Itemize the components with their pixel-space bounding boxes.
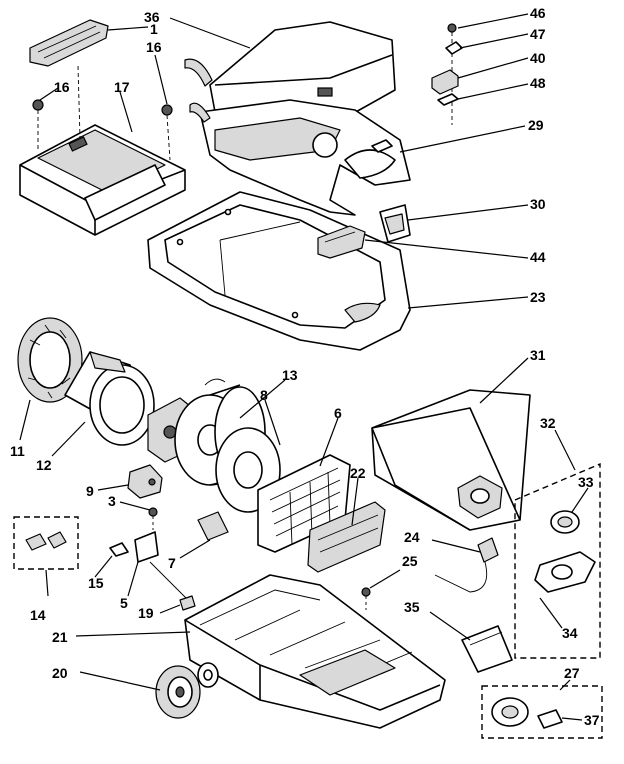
part-1-handle-grip: [29, 19, 109, 67]
callout-31: 31: [530, 347, 546, 363]
part-15-clip: [109, 542, 129, 557]
callout-46: 46: [530, 5, 546, 21]
callout-7: 7: [168, 555, 176, 571]
part-14-connector-group: [13, 516, 79, 570]
callout-12: 12: [36, 457, 52, 473]
callout-13: 13: [282, 367, 298, 383]
part-44-latch-button: [317, 225, 366, 259]
callout-9: 9: [86, 483, 94, 499]
callout-36: 36: [144, 9, 160, 25]
callout-14: 14: [30, 607, 46, 623]
callout-8: 8: [260, 387, 268, 403]
callout-35: 35: [404, 599, 420, 615]
part-25-screw: [361, 587, 371, 610]
part-21-base: [184, 574, 446, 729]
callout-47: 47: [530, 26, 546, 42]
part-48-pad: [437, 93, 459, 106]
part-17-handle-housing: [19, 124, 186, 236]
part-9-bracket: [127, 464, 163, 499]
callout-25: 25: [402, 553, 418, 569]
part-31-dust-bag: [371, 389, 531, 531]
part-29-cover-body: [189, 99, 411, 216]
part-36-top-cover: [184, 21, 396, 126]
part-11-exhaust-filter: [17, 317, 83, 403]
callout-24: 24: [404, 529, 420, 545]
callout-23: 23: [530, 289, 546, 305]
callout-19: 19: [138, 605, 154, 621]
callout-44: 44: [530, 249, 546, 265]
callout-32: 32: [540, 415, 556, 431]
callout-22: 22: [350, 465, 366, 481]
part-19-clip: [179, 595, 196, 611]
part-30-latch: [379, 204, 411, 243]
part-22-filter-grille: [307, 501, 386, 573]
part-20-wheel: [155, 665, 201, 719]
callout-5: 5: [120, 595, 128, 611]
callout-48: 48: [530, 75, 546, 91]
part-35-bracket: [461, 625, 513, 673]
part-23-lid-frame: [147, 191, 411, 351]
part-small-catch: [371, 139, 393, 153]
part-47-washer: [445, 41, 463, 55]
leader-lines: [19, 13, 589, 721]
callout-1: 1: [150, 21, 158, 37]
callout-27: 27: [564, 665, 580, 681]
callout-40: 40: [530, 50, 546, 66]
callout-20: 20: [52, 665, 68, 681]
callout-6: 6: [334, 405, 342, 421]
callout-30: 30: [530, 196, 546, 212]
callout-37: 37: [584, 712, 600, 728]
callout-33: 33: [578, 474, 594, 490]
part-5-switch: [134, 531, 189, 601]
part-40-clip: [431, 69, 459, 95]
callout-34: 34: [562, 625, 578, 641]
part-32-bag-holder-group: [514, 462, 601, 659]
callout-29: 29: [528, 117, 544, 133]
part-16-screw-left: [32, 99, 44, 150]
callout-11: 11: [10, 443, 25, 459]
part-16-screw-right: [161, 104, 173, 161]
callout-16-left: 16: [54, 79, 70, 95]
callout-21: 21: [52, 629, 68, 645]
part-7-clip: [197, 511, 229, 541]
callout-16-right: 16: [146, 39, 162, 55]
part-3-screw: [148, 507, 158, 530]
part-12-motor-housing: [64, 351, 155, 446]
part-27-pulley-group: [481, 685, 603, 739]
callout-17: 17: [114, 79, 130, 95]
callout-15: 15: [88, 575, 104, 591]
part-24-cord-connector: [434, 537, 499, 593]
callout-3: 3: [108, 493, 116, 509]
